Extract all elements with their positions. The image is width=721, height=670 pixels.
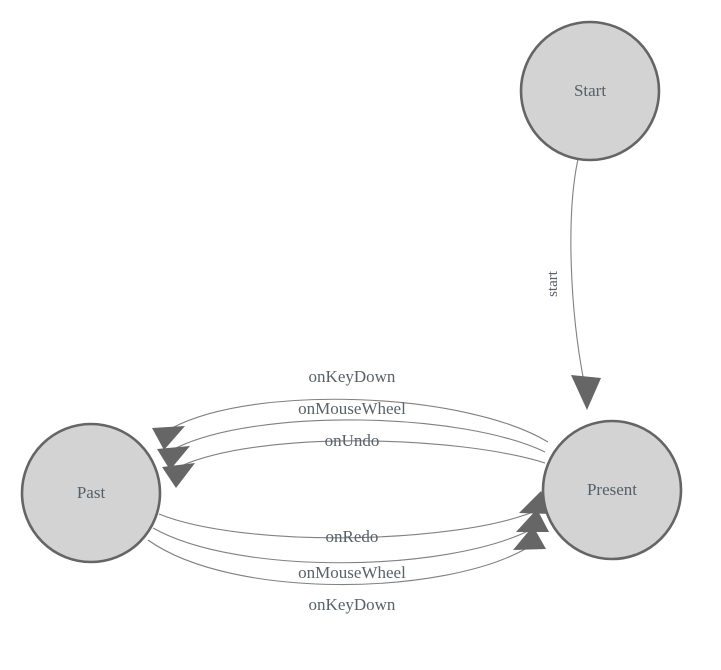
edge-past-to-present-keydown-arrowhead: [513, 526, 546, 550]
node-present[interactable]: Present: [541, 419, 683, 561]
node-start[interactable]: Start: [519, 20, 661, 162]
node-start-label: Start: [574, 81, 606, 100]
edge-start-to-present-path: [570, 158, 585, 383]
edge-past-to-present-mousewheel-arrowhead: [516, 509, 549, 532]
edge-past-to-present-redo-path: [158, 511, 534, 539]
edge-present-to-past-mousewheel-path: [175, 419, 546, 453]
edge-past-to-present-keydown-path: [147, 539, 528, 586]
edge-past-to-present-mousewheel[interactable]: [152, 509, 549, 564]
node-start-circle[interactable]: [519, 20, 661, 162]
edge-layer: [147, 158, 601, 586]
edge-label-past-to-present-redo: onRedo: [326, 527, 379, 546]
edge-label-past-to-present-keydown: onKeyDown: [309, 595, 396, 614]
edge-present-to-past-keydown[interactable]: [152, 398, 549, 450]
edge-present-to-past-keydown-arrowhead: [152, 426, 185, 450]
edge-label-layer: start onKeyDown onMouseWheel onUndo onRe…: [298, 270, 561, 614]
node-past-label: Past: [77, 483, 106, 502]
edge-label-present-to-past-mousewheel: onMouseWheel: [298, 399, 406, 418]
edge-label-present-to-past-undo: onUndo: [325, 431, 380, 450]
edge-present-to-past-undo[interactable]: [162, 440, 546, 488]
node-layer: Start Past Present: [20, 20, 683, 564]
edge-label-past-to-present-mousewheel: onMouseWheel: [298, 563, 406, 582]
node-present-label: Present: [587, 480, 637, 499]
node-present-circle[interactable]: [541, 419, 683, 561]
node-past[interactable]: Past: [20, 422, 162, 564]
edge-present-to-past-mousewheel[interactable]: [157, 419, 546, 470]
edge-start-to-present[interactable]: [570, 158, 601, 410]
edge-past-to-present-keydown[interactable]: [147, 526, 546, 586]
edge-label-present-to-past-keydown: onKeyDown: [309, 367, 396, 386]
edge-present-to-past-keydown-path: [171, 398, 549, 443]
edge-present-to-past-undo-arrowhead: [162, 463, 195, 488]
node-past-circle[interactable]: [20, 422, 162, 564]
edge-present-to-past-mousewheel-arrowhead: [157, 446, 190, 470]
edge-start-to-present-arrowhead: [571, 375, 601, 410]
edge-past-to-present-mousewheel-path: [152, 527, 531, 564]
edge-present-to-past-undo-path: [180, 440, 546, 467]
edge-label-start: start: [545, 270, 561, 297]
